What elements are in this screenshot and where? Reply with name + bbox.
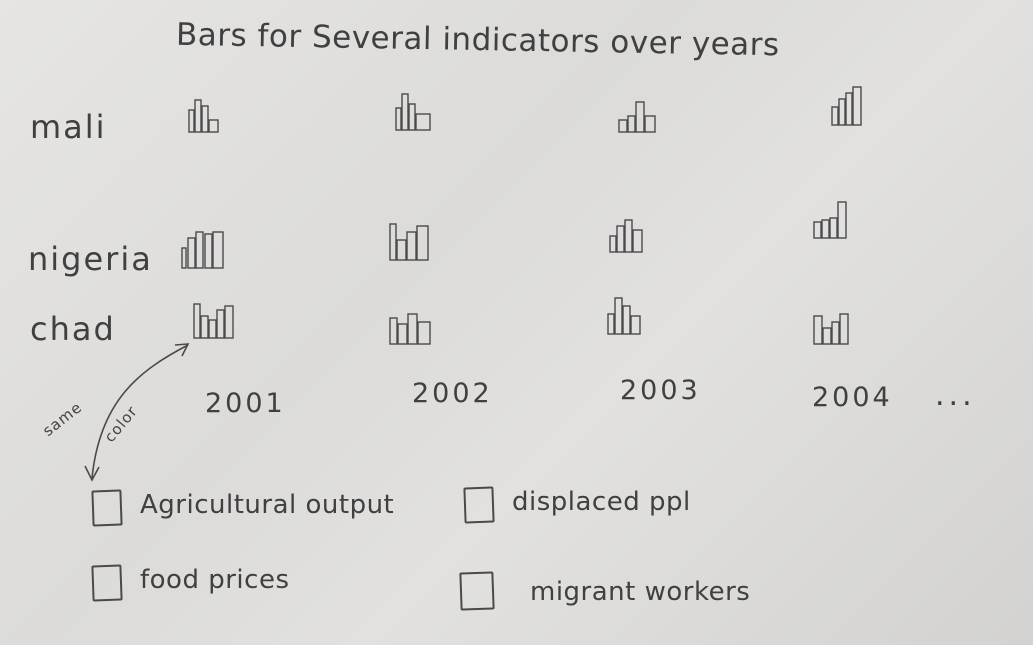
legend-label: migrant workers: [530, 577, 751, 607]
bar-glyph-mali-2002: [395, 93, 431, 131]
bar-glyph-nigeria-2002: [389, 223, 429, 261]
bar-glyph-mali-2003: [618, 101, 656, 133]
continuation-ellipsis: ...: [935, 378, 976, 413]
bar-glyph-chad-2002: [389, 313, 431, 345]
legend-label: Agricultural output: [140, 490, 395, 520]
bar-glyph-chad-2003: [607, 297, 641, 335]
bar-glyph-nigeria-2003: [609, 219, 643, 253]
legend-checkbox[interactable]: [91, 489, 123, 527]
legend-checkbox[interactable]: [91, 564, 123, 602]
legend-checkbox[interactable]: [459, 571, 495, 611]
same-color-arrow: [84, 343, 190, 482]
bar-glyph-mali-2001: [188, 99, 219, 133]
legend-label: displaced ppl: [512, 487, 691, 517]
legend-label: food prices: [140, 565, 290, 595]
country-label-mali: mali: [30, 108, 107, 146]
year-label-2003: 2003: [620, 375, 701, 406]
bar-glyph-mali-2004: [831, 86, 862, 126]
year-label-2004: 2004: [812, 382, 893, 413]
bar-glyph-chad-2001: [193, 303, 234, 339]
year-label-2002: 2002: [412, 378, 493, 409]
bar-glyph-chad-2004: [813, 313, 849, 345]
bar-glyph-nigeria-2004: [813, 201, 847, 239]
legend-checkbox[interactable]: [463, 486, 495, 524]
bar-glyph-nigeria-2001: [181, 231, 224, 269]
diagram-title: Bars for Several indicators over years: [175, 16, 780, 64]
country-label-chad: chad: [30, 310, 116, 348]
year-label-2001: 2001: [205, 388, 286, 419]
country-label-nigeria: nigeria: [28, 240, 153, 278]
